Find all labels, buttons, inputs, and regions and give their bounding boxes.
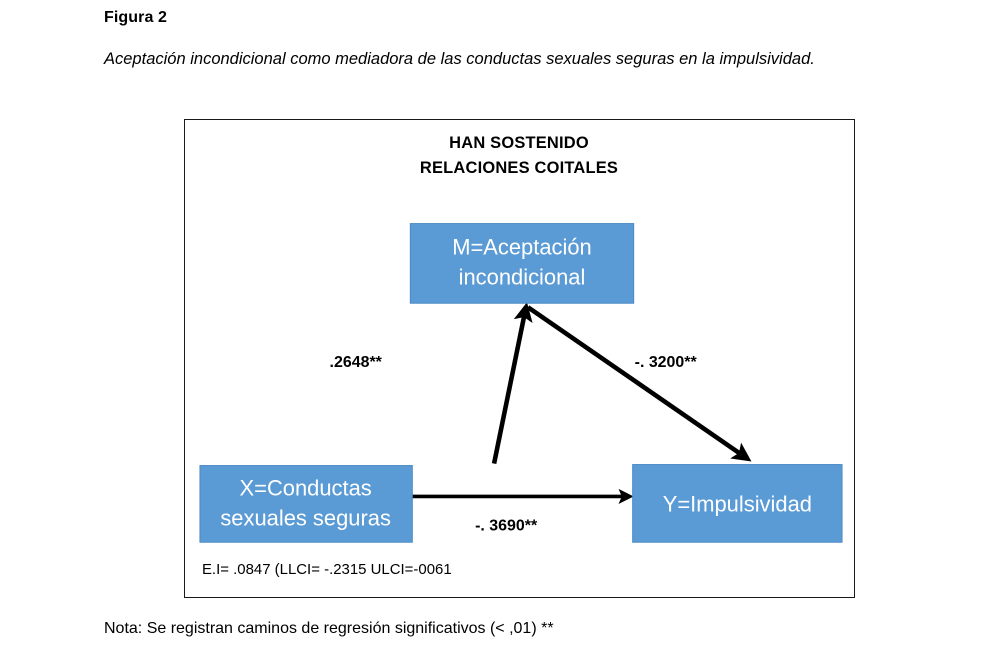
path-c-prime-label: -. 3690** xyxy=(475,517,538,534)
node-predictor-label-line-2: sexuales seguras xyxy=(220,505,391,530)
path-a-label: .2648** xyxy=(330,354,383,371)
path-b-label: -. 3200** xyxy=(635,354,698,371)
node-outcome-label-line-1: Y=Impulsividad xyxy=(663,491,812,516)
figure-note: Nota: Se registran caminos de regresión … xyxy=(104,620,554,637)
node-predictor-label-line-1: X=Conductas xyxy=(240,475,372,500)
node-outcome[interactable]: Y=Impulsividad xyxy=(632,464,843,543)
figure-caption: Aceptación incondicional como mediadora … xyxy=(104,50,815,68)
diagram-frame: HAN SOSTENIDO RELACIONES COITALES M=Acep… xyxy=(184,119,855,598)
figure-label: Figura 2 xyxy=(104,9,168,26)
diagram-header-line-1: HAN SOSTENIDO xyxy=(449,134,589,152)
node-predictor[interactable]: X=Conductas sexuales seguras xyxy=(199,465,413,543)
path-b-arrow xyxy=(526,305,752,462)
mediation-diagram: HAN SOSTENIDO RELACIONES COITALES M=Acep… xyxy=(199,134,843,578)
node-mediator-box xyxy=(409,223,635,304)
diagram-header-line-2: RELACIONES COITALES xyxy=(420,159,618,177)
node-mediator-label-line-2: incondicional xyxy=(459,264,586,289)
node-predictor-box xyxy=(199,465,413,543)
path-a-arrow xyxy=(491,302,533,465)
effect-summary-text: E.I= .0847 (LLCI= -.2315 ULCI=-0061 xyxy=(202,561,452,578)
node-mediator[interactable]: M=Aceptación incondicional xyxy=(409,223,635,304)
node-mediator-label-line-1: M=Aceptación xyxy=(452,234,592,259)
node-outcome-box xyxy=(632,464,843,543)
